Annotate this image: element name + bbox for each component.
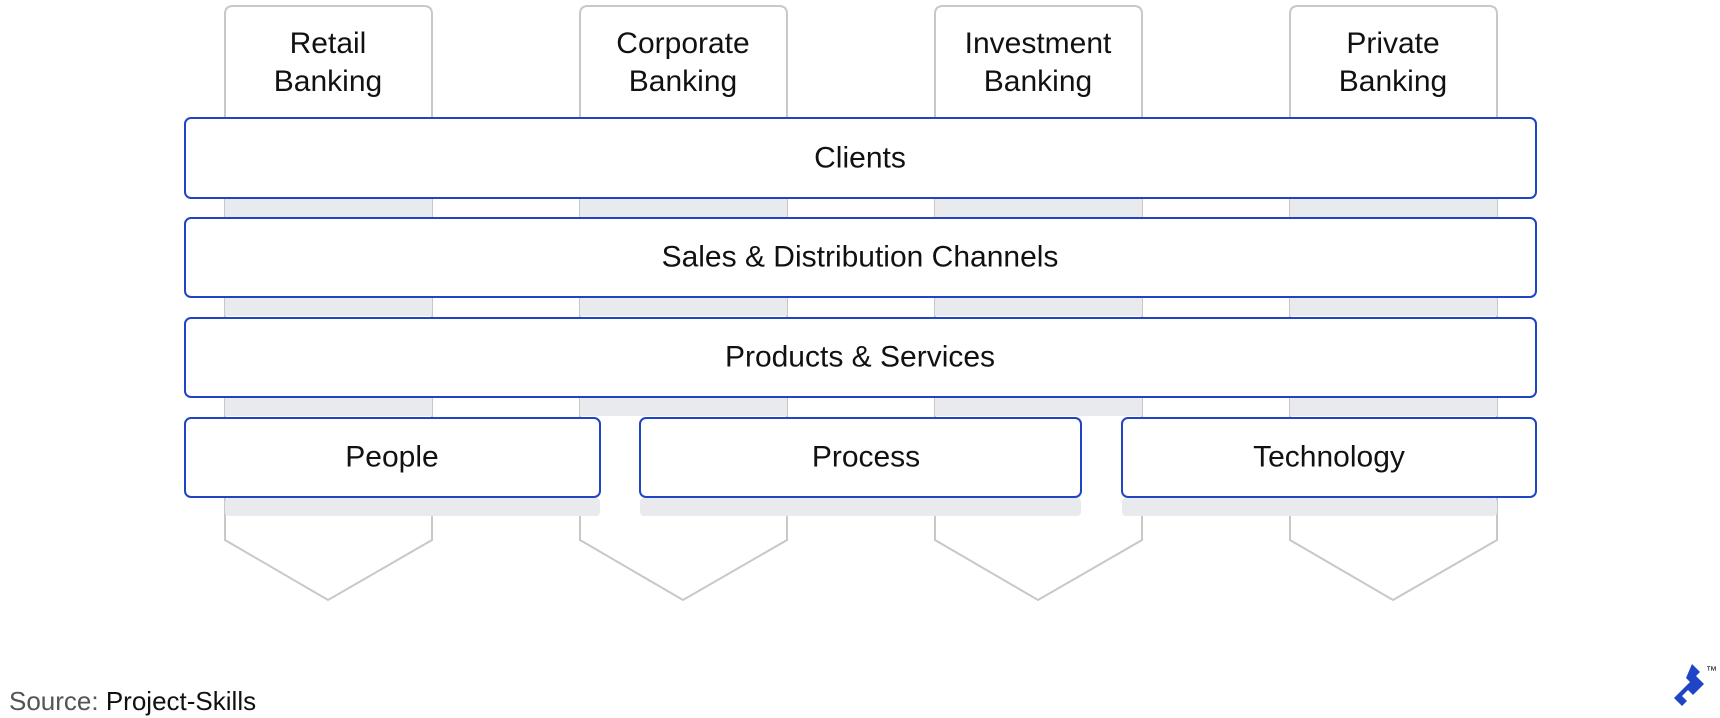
foundation-label-technology: Technology: [1253, 441, 1405, 474]
source-value: Project-Skills: [105, 686, 257, 716]
svg-text:Banking: Banking: [629, 65, 737, 98]
layer-products-services: Products & Services: [184, 317, 1537, 398]
svg-text:Banking: Banking: [274, 65, 382, 98]
layer-shadows: [225, 199, 1497, 516]
layer-sales-distribution-channels: Sales & Distribution Channels: [184, 217, 1537, 298]
layer-label-channels: Sales & Distribution Channels: [662, 241, 1059, 274]
trademark-symbol: ™: [1706, 665, 1716, 677]
svg-text:Corporate: Corporate: [616, 27, 749, 60]
toptal-logo-icon: ™: [1674, 664, 1716, 706]
pillar-label-line1: Retail: [290, 27, 367, 60]
foundation-people: People: [184, 417, 601, 498]
layer-label-products: Products & Services: [725, 341, 995, 374]
foundation-label-process: Process: [812, 441, 920, 474]
pillar-label-line1: Corporate: [616, 27, 749, 60]
svg-text:Investment: Investment: [965, 27, 1112, 60]
source-label: Source:: [9, 686, 99, 716]
pillar-label-line2: Banking: [274, 65, 382, 98]
svg-text:Banking: Banking: [984, 65, 1092, 98]
foundation-label-people: People: [345, 441, 438, 474]
pillar-label-line2: Banking: [984, 65, 1092, 98]
svg-text:Private: Private: [1346, 27, 1439, 60]
foundation-process: Process: [639, 417, 1082, 498]
layer-clients: Clients: [184, 117, 1537, 199]
pillar-label-line1: Investment: [965, 27, 1112, 60]
svg-text:Retail: Retail: [290, 27, 367, 60]
pillar-label-line2: Banking: [629, 65, 737, 98]
pillar-label-line1: Private: [1346, 27, 1439, 60]
source-caption: Source: Project-Skills: [9, 686, 256, 717]
pillar-label-line2: Banking: [1339, 65, 1447, 98]
svg-text:Banking: Banking: [1339, 65, 1447, 98]
foundation-technology: Technology: [1121, 417, 1537, 498]
layer-label-clients: Clients: [814, 142, 906, 175]
